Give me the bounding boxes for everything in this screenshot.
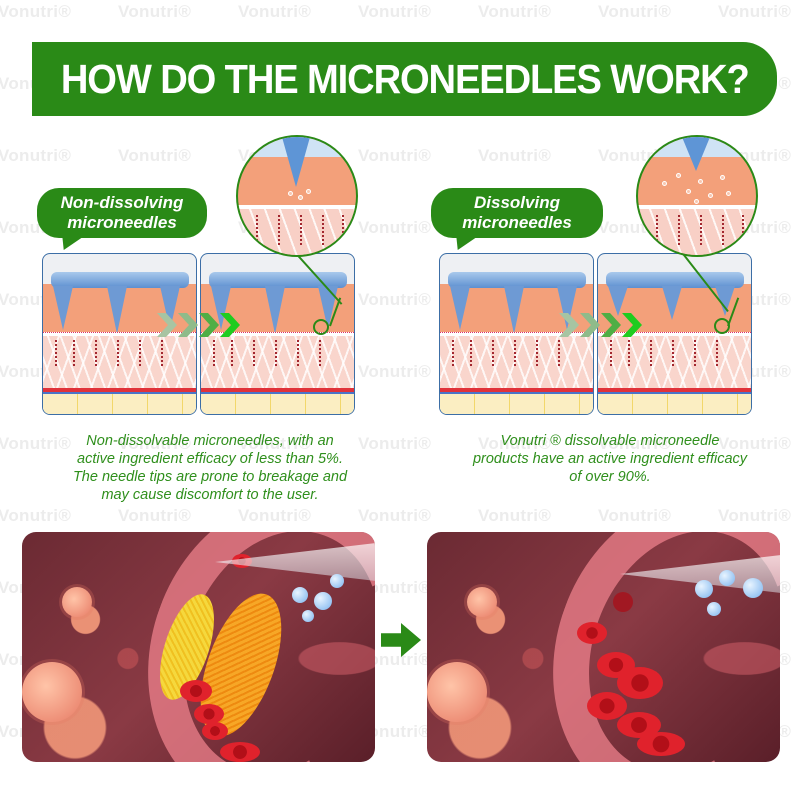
dissolving-label: Dissolving microneedles bbox=[431, 188, 603, 238]
magnified-detail-circle bbox=[236, 135, 358, 257]
title-banner: HOW DO THE MICRONEEDLES WORK? bbox=[32, 42, 777, 116]
label-line-1: Non-dissolving bbox=[60, 193, 184, 212]
skin-panel-before bbox=[439, 253, 594, 415]
dissolving-section: Dissolving microneedles bbox=[0, 0, 800, 520]
microneedle-patch bbox=[51, 272, 189, 288]
blood-vessel-cleared-image bbox=[427, 532, 780, 762]
microneedle-patch bbox=[606, 272, 744, 288]
non-dissolving-label: Non-dissolving microneedles bbox=[37, 188, 207, 238]
microneedle-patch bbox=[209, 272, 347, 288]
label-line-2: microneedles bbox=[67, 213, 177, 232]
zoom-target-ring bbox=[313, 319, 329, 335]
microneedle-patch bbox=[448, 272, 586, 288]
progress-chevrons-icon bbox=[157, 313, 240, 337]
progress-chevrons-icon bbox=[559, 313, 642, 337]
non-dissolving-section: Non-dissolving microneedles bbox=[0, 0, 400, 520]
blood-vessel-plaque-image bbox=[22, 532, 375, 762]
skin-panel-after bbox=[597, 253, 752, 415]
non-dissolving-description: Non-dissolvable microneedles, with an ac… bbox=[72, 433, 348, 503]
magnified-detail-circle bbox=[636, 135, 758, 257]
zoom-target-ring bbox=[714, 318, 730, 334]
label-line-2: microneedles bbox=[462, 213, 572, 232]
arrow-right-icon bbox=[381, 623, 421, 657]
page-title: HOW DO THE MICRONEEDLES WORK? bbox=[60, 55, 750, 102]
dissolving-description: Vonutri ® dissolvable microneedle produc… bbox=[472, 433, 748, 485]
label-line-1: Dissolving bbox=[474, 193, 560, 212]
